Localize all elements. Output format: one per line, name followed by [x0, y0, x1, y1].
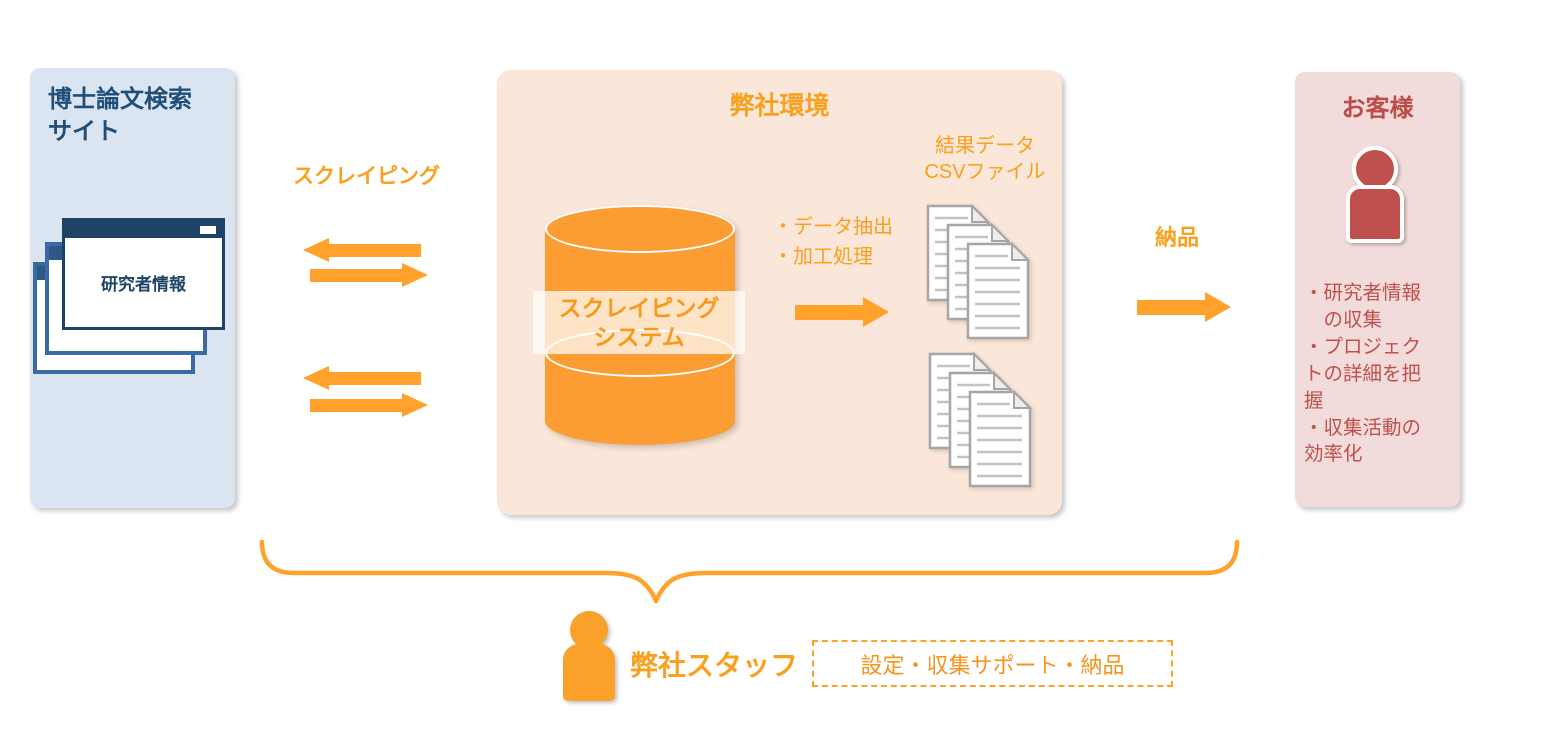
- window-label: 研究者情報: [101, 275, 186, 294]
- process-steps-label: ・データ抽出 ・加工処理: [773, 216, 893, 268]
- person-head: [1352, 146, 1398, 192]
- right-arrow-icon: [795, 297, 889, 327]
- customer-benefits-list: ・研究者情報 の収集 ・プロジェク トの詳細を把 握 ・収集活動の 効率化: [1304, 282, 1422, 466]
- customer-title: お客様: [1341, 95, 1414, 122]
- cylinder-bottom: [545, 397, 735, 445]
- staff-tasks-box: 設定・収集サポート・納品: [812, 640, 1173, 687]
- source-site-title: 博士論文検索サイト: [48, 86, 192, 145]
- result-files-label: 結果データ CSVファイル: [924, 135, 1046, 184]
- document-icon: [968, 390, 1032, 488]
- document-icon: [966, 242, 1030, 340]
- delivery-label: 納品: [1155, 225, 1200, 250]
- staff-label: 弊社スタッフ: [630, 650, 799, 681]
- person-head: [570, 611, 608, 649]
- csv-document-stack: [928, 352, 1034, 492]
- left-arrow-icon: [303, 366, 421, 390]
- customer-panel: [1295, 72, 1460, 507]
- right-arrow-icon: [310, 263, 428, 287]
- person-body: [563, 644, 615, 701]
- staff-tasks-label: 設定・収集サポート・納品: [860, 652, 1125, 678]
- scraping-system-label: スクレイピング システム: [533, 291, 745, 354]
- right-arrow-icon: [1137, 292, 1231, 322]
- person-body: [1346, 185, 1404, 243]
- right-arrow-icon: [310, 393, 428, 417]
- staff-person-icon: [561, 611, 617, 701]
- left-arrow-icon: [303, 238, 421, 262]
- company-env-title: 弊社環境: [729, 92, 830, 120]
- scraping-label: スクレイピング: [293, 165, 440, 188]
- brace-icon: [259, 539, 1240, 604]
- customer-person-icon: [1345, 146, 1405, 243]
- window-titlebar: [65, 221, 222, 238]
- browser-window-front: 研究者情報: [62, 218, 225, 330]
- csv-document-stack: [926, 204, 1032, 344]
- window-minimize-icon: [200, 226, 216, 234]
- cylinder-top: [545, 205, 735, 253]
